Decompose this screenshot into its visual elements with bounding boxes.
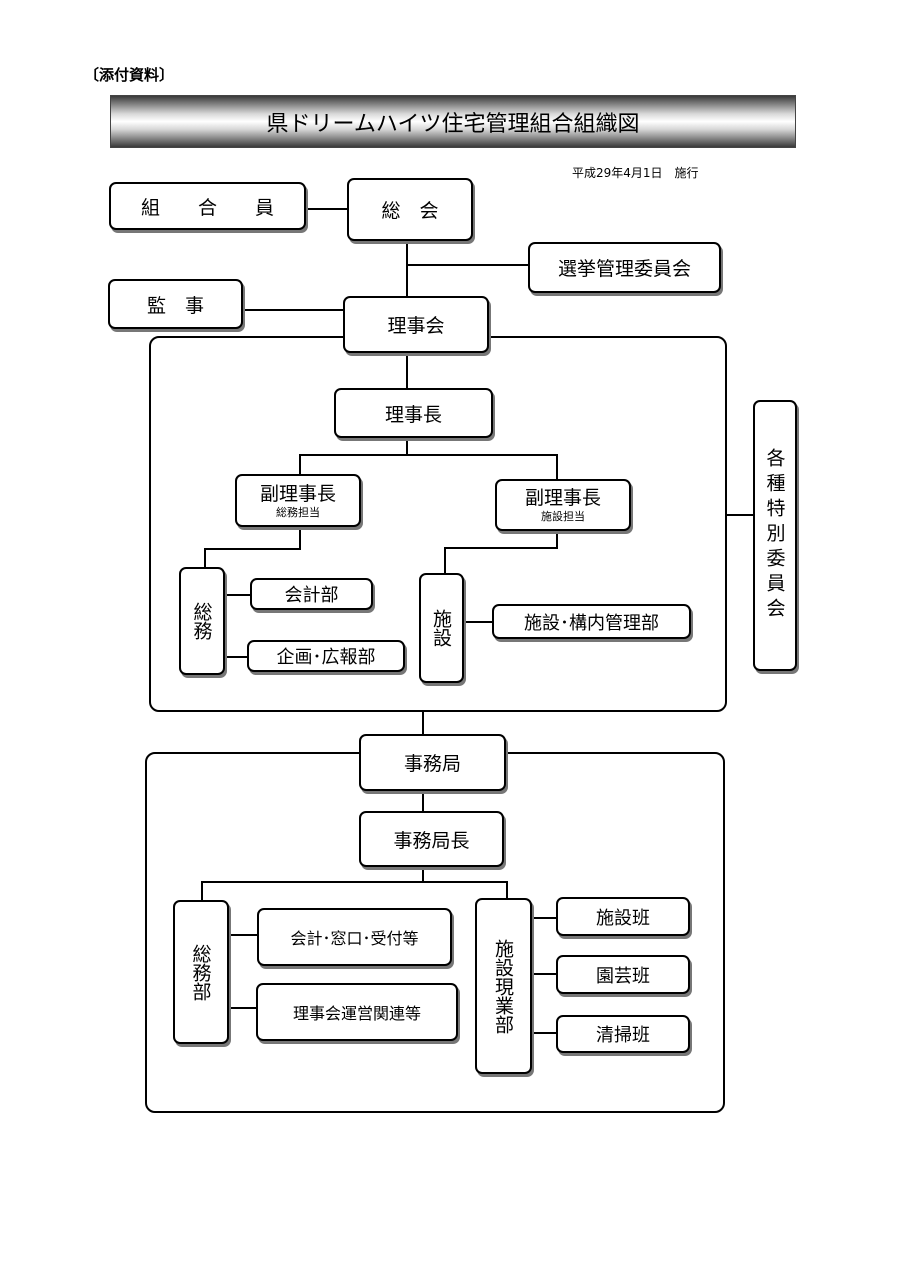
vice-chairman-role: 施設担当: [541, 510, 585, 523]
special-committees-label: 各種特別委員会: [763, 448, 786, 623]
general-affairs-dept-label: 総務部: [189, 943, 212, 1001]
chairman-label: 理事長: [384, 403, 442, 426]
auditor-label: 監 事: [146, 294, 204, 317]
chairman-box: 理事長: [334, 388, 493, 438]
accounting-dept-box: 会計部: [250, 578, 373, 610]
connector: [204, 548, 206, 568]
member-label: 組 合 員: [140, 196, 274, 219]
accounting-reception-label: 会計･窓口･受付等: [290, 929, 419, 948]
board-operations-box: 理事会運営関連等: [256, 983, 458, 1041]
vice-chairman-general-box: 副理事長 総務担当: [235, 474, 361, 527]
vice-chairman-label: 副理事長: [259, 482, 336, 505]
facility-team-label: 施設班: [596, 907, 650, 929]
accounting-dept-label: 会計部: [284, 585, 339, 606]
connector: [463, 621, 492, 623]
gardening-team-label: 園芸班: [596, 965, 650, 987]
connector: [532, 917, 556, 919]
connector: [406, 264, 528, 266]
connector: [229, 1007, 256, 1009]
vice-chairman-facility-box: 副理事長 施設担当: [495, 479, 631, 531]
connector: [299, 454, 557, 456]
connector: [299, 527, 301, 549]
connector: [556, 454, 558, 481]
member-box: 組 合 員: [109, 182, 306, 230]
accounting-reception-box: 会計･窓口･受付等: [257, 908, 452, 966]
connector: [406, 438, 408, 455]
connector: [225, 594, 250, 596]
secretariat-box: 事務局: [359, 734, 506, 791]
connector: [406, 352, 408, 388]
connector: [422, 867, 424, 882]
facility-grounds-dept-label: 施設･構内管理部: [524, 612, 659, 634]
facility-operations-dept-label: 施設現業部: [492, 938, 514, 1034]
general-affairs-label: 総務: [190, 602, 213, 640]
connector: [422, 791, 424, 811]
vice-chairman-role: 総務担当: [276, 505, 320, 519]
cleaning-team-label: 清掃班: [596, 1025, 650, 1046]
effective-date: 平成29年4月1日 施行: [572, 166, 699, 180]
connector: [225, 656, 247, 658]
planning-pr-dept-label: 企画･広報部: [276, 647, 376, 668]
connector: [532, 1032, 556, 1034]
chart-title: 県ドリームハイツ住宅管理組合組織図: [110, 95, 796, 148]
connector: [243, 309, 344, 311]
attachment-label: 〔添付資料〕: [84, 66, 175, 84]
election-committee-label: 選挙管理委員会: [557, 258, 691, 280]
secretariat-head-box: 事務局長: [359, 811, 504, 867]
auditor-box: 監 事: [108, 279, 243, 329]
election-committee-box: 選挙管理委員会: [528, 242, 721, 293]
secretariat-label: 事務局: [403, 753, 461, 775]
connector: [506, 881, 508, 898]
facility-box: 施設: [419, 573, 464, 683]
general-meeting-label: 総 会: [381, 200, 439, 222]
secretariat-head-label: 事務局長: [393, 829, 470, 852]
connector: [532, 973, 556, 975]
facility-label: 施設: [430, 609, 452, 647]
facility-team-box: 施設班: [556, 897, 690, 936]
general-affairs-box: 総務: [179, 567, 225, 675]
connector: [444, 547, 558, 549]
board-operations-label: 理事会運営関連等: [292, 1004, 421, 1023]
connector: [422, 711, 424, 735]
general-affairs-dept-box: 総務部: [173, 900, 229, 1044]
connector: [444, 547, 446, 573]
cleaning-team-box: 清掃班: [556, 1015, 690, 1053]
connector: [299, 454, 301, 475]
facility-grounds-dept-box: 施設･構内管理部: [492, 604, 691, 639]
special-committees-box: 各種特別委員会: [753, 400, 797, 671]
vice-chairman-label: 副理事長: [524, 487, 601, 509]
connector: [201, 881, 203, 901]
facility-operations-dept-box: 施設現業部: [475, 898, 532, 1074]
connector: [204, 548, 301, 550]
connector: [406, 241, 408, 296]
board-box: 理事会: [343, 296, 489, 353]
connector: [201, 881, 508, 883]
gardening-team-box: 園芸班: [556, 955, 690, 994]
general-meeting-box: 総 会: [347, 178, 473, 241]
connector: [556, 531, 558, 548]
connector: [725, 514, 753, 516]
connector: [229, 934, 257, 936]
board-label: 理事会: [387, 315, 445, 337]
planning-pr-dept-box: 企画･広報部: [247, 640, 405, 672]
connector: [306, 208, 348, 210]
